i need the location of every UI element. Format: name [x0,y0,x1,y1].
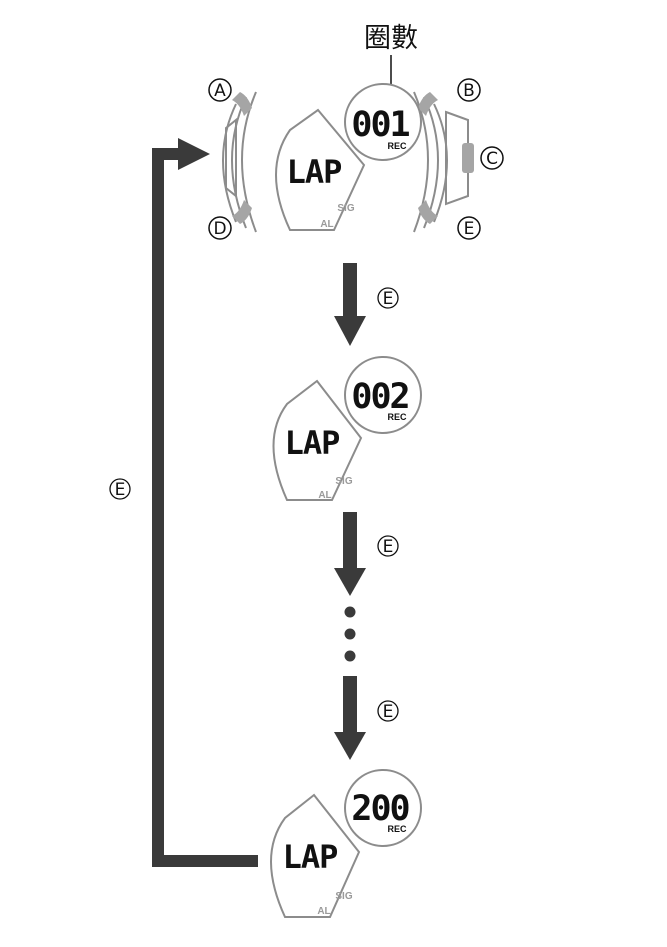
rec-label: REC [387,141,407,151]
loop-button-badge: E [109,478,131,500]
button-b-badge: B [457,78,481,102]
display-screen-2 [272,356,422,501]
button-c-shape [462,143,474,173]
svg-text:D: D [213,219,226,239]
mode-display: LAP [287,153,342,191]
display-screen-3 [270,769,422,918]
rec-label: REC [387,412,407,422]
svg-text:E: E [115,480,126,500]
button-d-shape [232,200,252,224]
step-button-badge-3: E [377,700,399,722]
button-a-shape [232,92,252,116]
svg-text:E: E [383,537,394,557]
svg-text:E: E [383,702,394,722]
rec-label: REC [387,824,407,834]
mode-display: LAP [283,838,338,876]
svg-text:E: E [464,219,475,239]
button-a-badge: A [208,78,232,102]
lap-number-display: 001 [351,105,409,145]
loop-back-arrow [152,138,258,867]
watch-face-1 [222,83,474,233]
svg-text:E: E [383,289,394,309]
sig-label: SIG [335,476,352,487]
al-label: AL [318,490,331,501]
lap-number-display: 002 [351,377,408,417]
down-arrow-2 [334,512,366,596]
continuation-dots [344,606,356,662]
button-d-badge: D [208,216,232,240]
step-button-badge-1: E [377,287,399,309]
lap-count-label: 圈數 [364,23,418,54]
svg-text:B: B [463,81,475,101]
al-label: AL [317,906,330,917]
sig-label: SIG [335,891,352,902]
step-button-badge-2: E [377,535,399,557]
down-arrow-1 [334,263,366,346]
lap-number-display: 200 [351,789,408,829]
mode-display: LAP [285,424,340,462]
button-e-badge: E [457,216,481,240]
svg-text:C: C [486,149,498,169]
button-b-shape [418,92,438,116]
button-c-badge: C [480,146,504,170]
svg-text:A: A [214,81,226,101]
al-label: AL [320,219,333,230]
down-arrow-3 [334,676,366,760]
sig-label: SIG [337,203,354,214]
button-e-shape [418,200,438,224]
